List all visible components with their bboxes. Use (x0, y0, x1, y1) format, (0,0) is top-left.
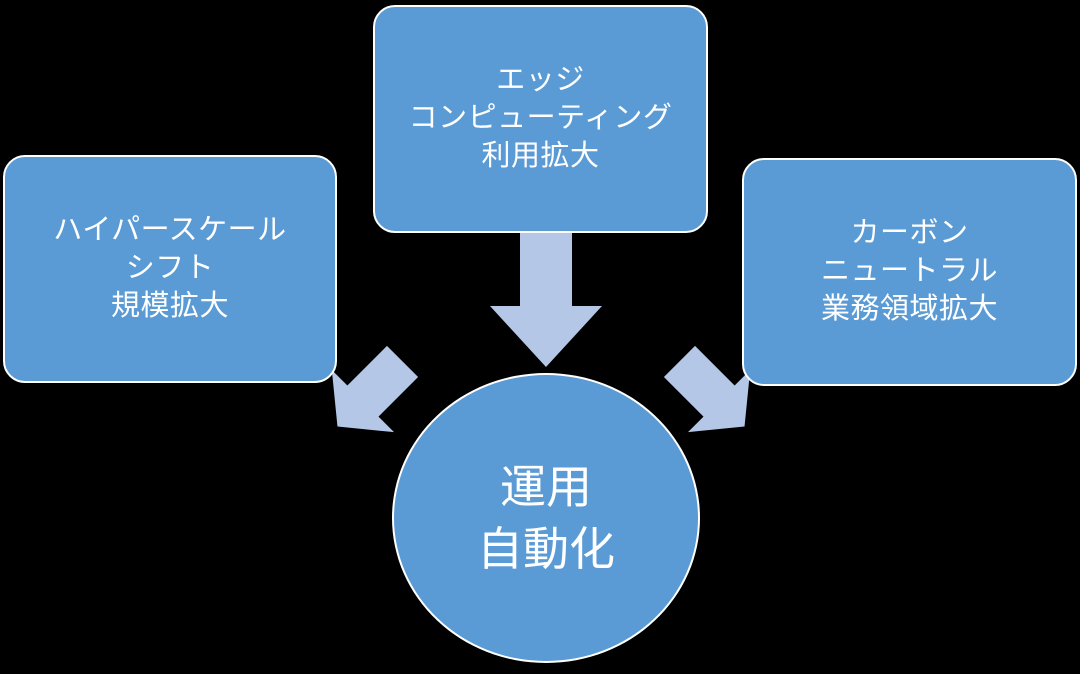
arrow-hyperscale-to-center-icon (331, 345, 419, 433)
node-hyperscale[interactable]: ハイパースケール シフト 規模拡大 (3, 155, 337, 383)
node-carbon-neutral[interactable]: カーボン ニュートラル 業務領域拡大 (742, 158, 1077, 386)
node-hyperscale-line-2: シフト (125, 252, 215, 285)
node-hyperscale-line-1: ハイパースケール (53, 214, 287, 247)
arrow-carbon-to-center-icon (663, 345, 751, 433)
node-edge-computing-line-3: 利用拡大 (481, 139, 600, 172)
node-operations-automation-line-1: 運用 (500, 460, 592, 513)
node-carbon-neutral-line-1: カーボン (850, 217, 969, 250)
arrow-edge-to-center-icon (490, 228, 602, 367)
node-hyperscale-line-3: 規模拡大 (110, 289, 229, 322)
node-carbon-neutral-line-2: ニュートラル (820, 255, 998, 288)
node-edge-computing[interactable]: エッジ コンピューティング 利用拡大 (373, 5, 708, 233)
node-edge-computing-line-1: エッジ (496, 64, 585, 97)
node-operations-automation[interactable]: 運用 自動化 (392, 373, 700, 663)
node-edge-computing-line-2: コンピューティング (408, 102, 673, 135)
node-operations-automation-line-2: 自動化 (477, 523, 615, 575)
node-carbon-neutral-line-3: 業務領域拡大 (820, 292, 998, 325)
